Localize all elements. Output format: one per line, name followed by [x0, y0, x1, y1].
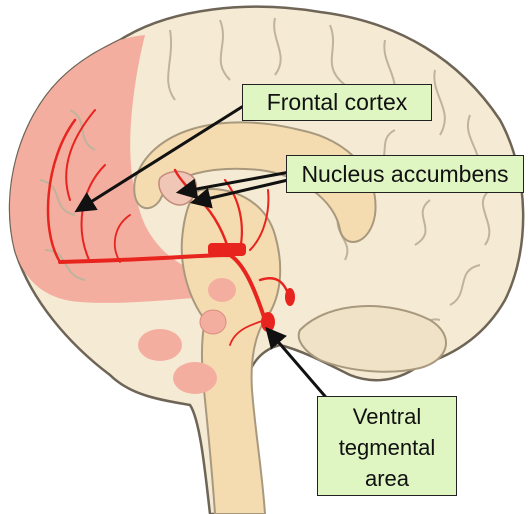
arrow-vta — [265, 326, 332, 403]
frontal-cortex-text: Frontal cortex — [266, 89, 408, 115]
vta-node — [261, 312, 275, 332]
cerebellum — [297, 305, 447, 373]
nucleus-accumbens-label: Nucleus accumbens — [286, 155, 524, 193]
amygdala-node — [138, 329, 182, 361]
vta-label: Ventral tegmental area — [317, 396, 457, 496]
arrow-nucleus-accumbens-2 — [189, 178, 289, 209]
pituitary-node — [199, 309, 227, 335]
frontal-cortex-region — [10, 35, 216, 303]
vta-line-1: Ventral — [352, 404, 422, 429]
nucleus-accumbens-text: Nucleus accumbens — [301, 161, 509, 187]
arrow-frontal-cortex — [74, 103, 246, 213]
vta-line-2: tegmental — [338, 435, 436, 460]
pathway-hub — [208, 243, 246, 256]
pathway-node — [285, 288, 295, 306]
hippocampus-node — [173, 362, 217, 394]
brainstem — [180, 188, 282, 514]
vta-line-3: area — [364, 466, 410, 491]
hypothalamus-node — [208, 278, 236, 302]
frontal-cortex-label: Frontal cortex — [242, 84, 432, 121]
